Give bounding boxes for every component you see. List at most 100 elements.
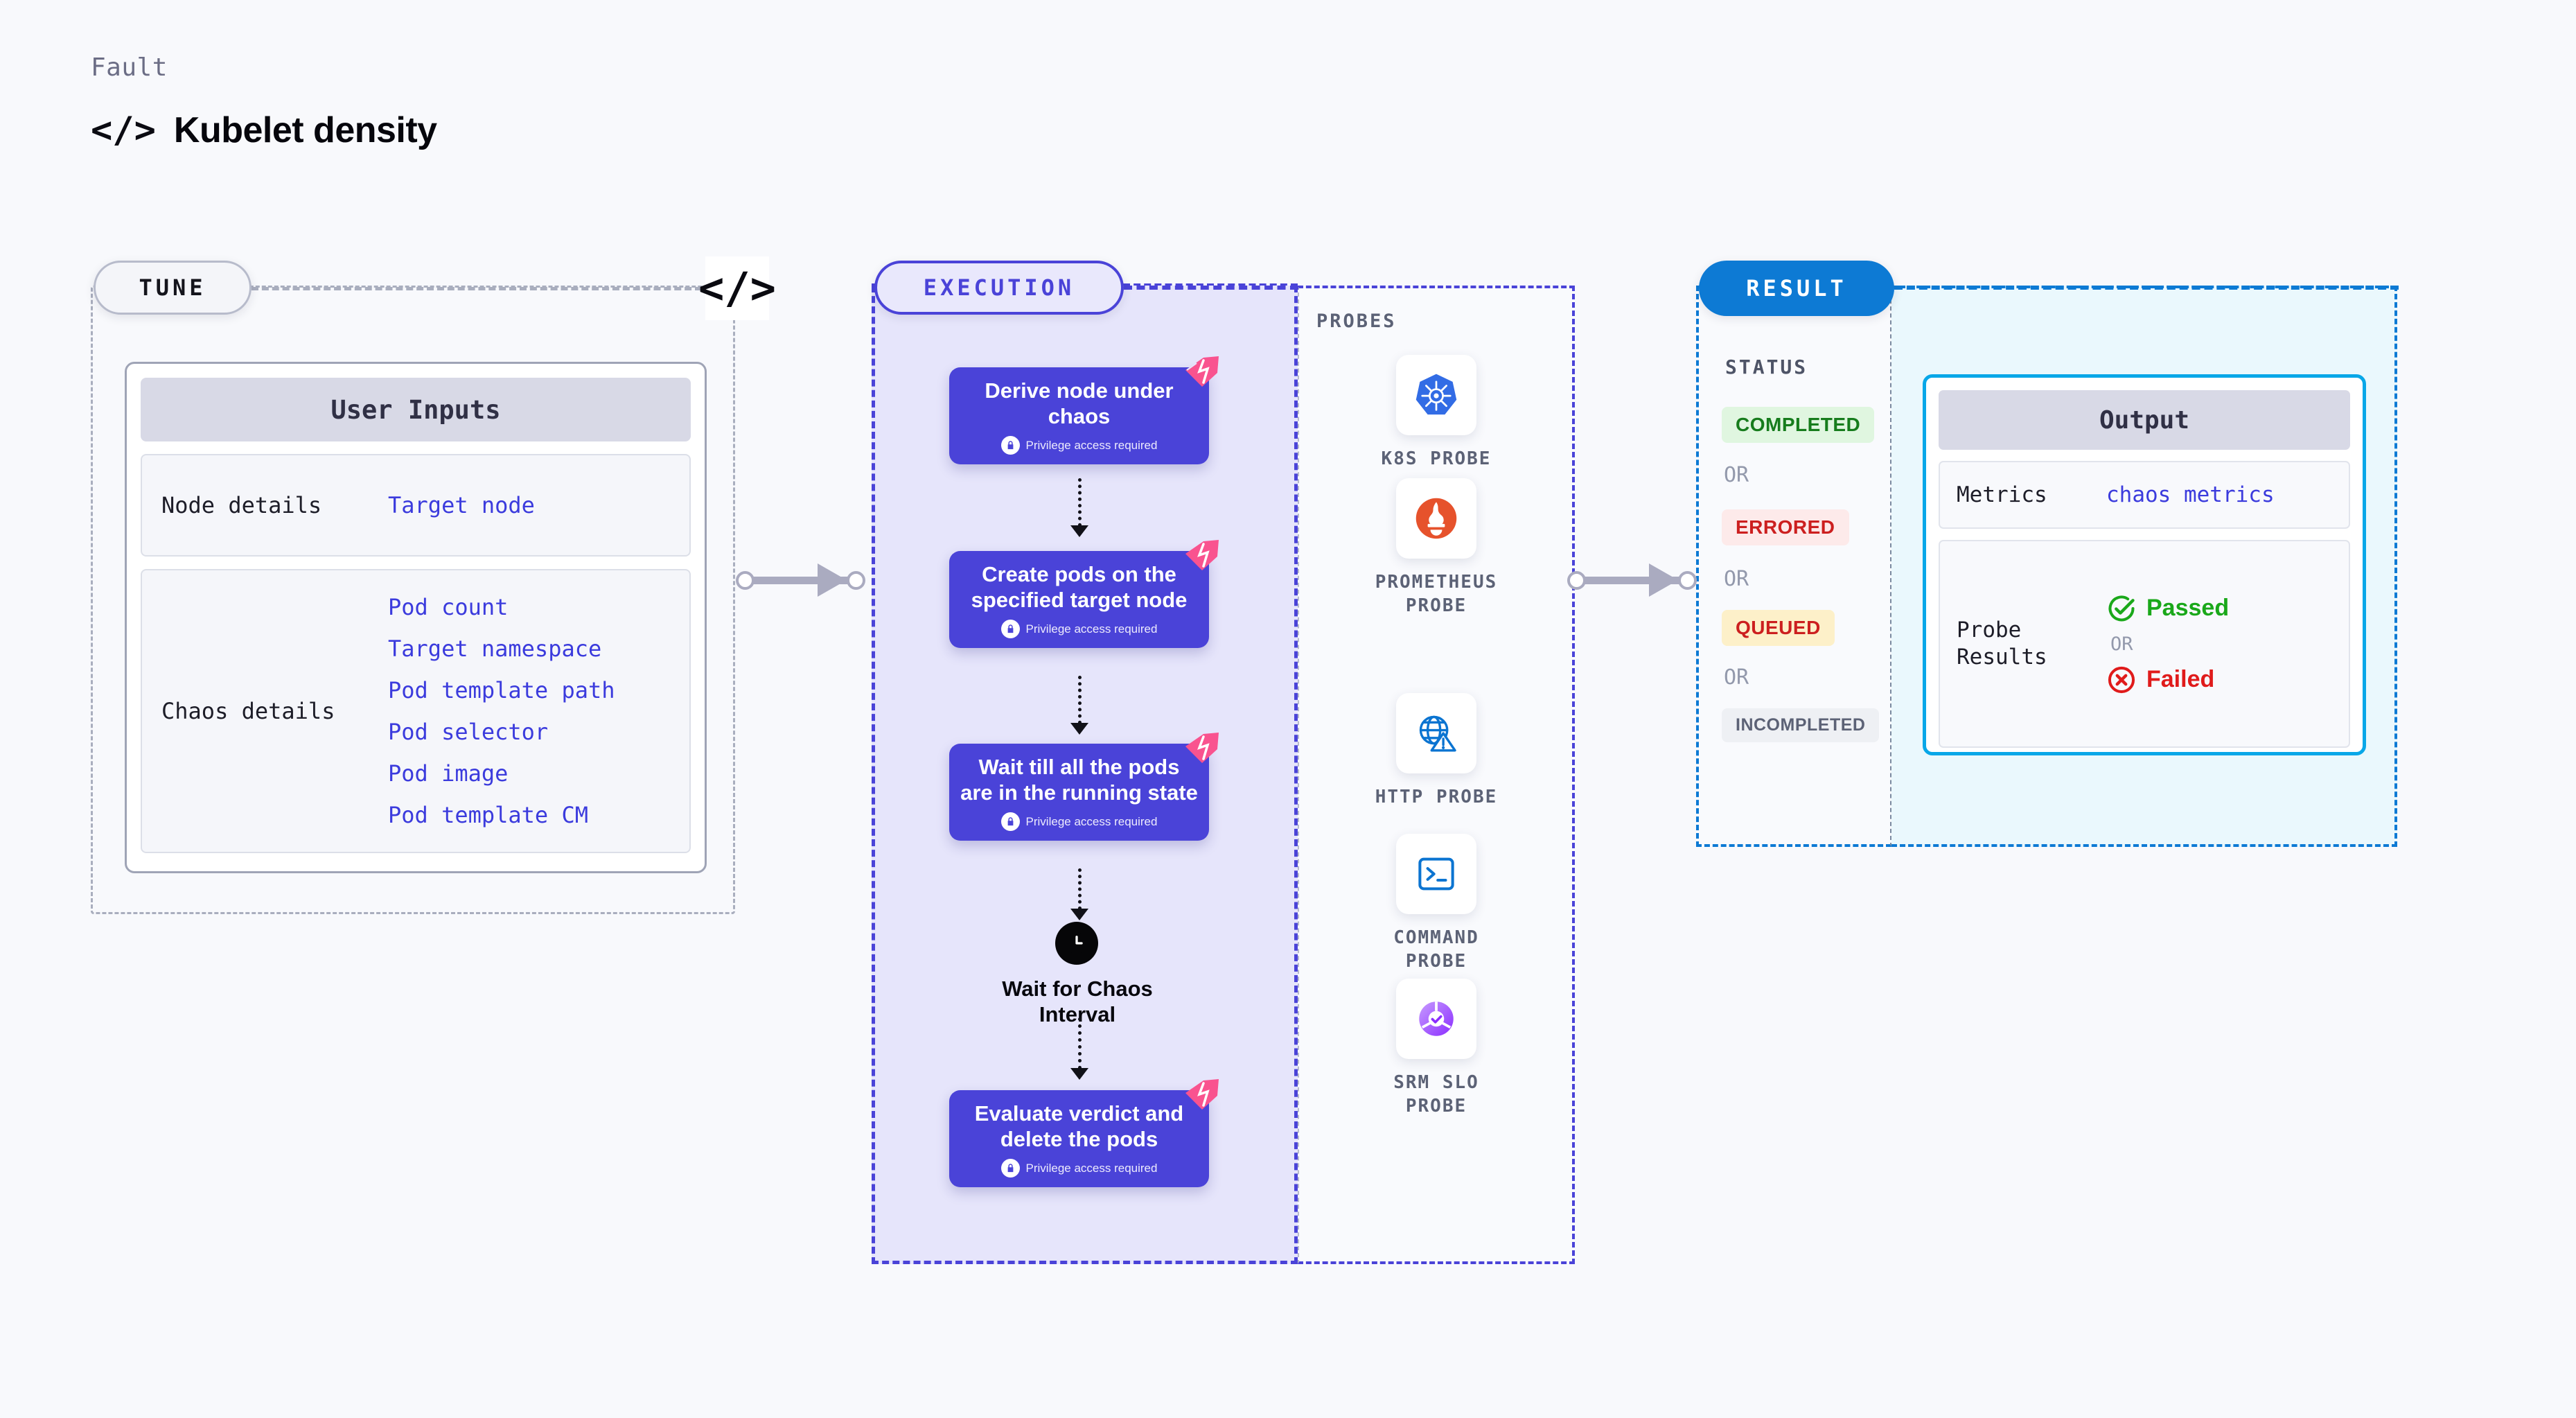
execution-step-3[interactable]: Wait till all the pods are in the runnin… <box>949 733 1219 841</box>
clock-icon <box>1066 932 1088 954</box>
step-subtitle: Privilege access required <box>1025 622 1158 636</box>
tune-pill-label: TUNE <box>139 274 206 301</box>
verdict-label: Failed <box>2146 666 2215 692</box>
result-pill-label: RESULT <box>1746 275 1847 301</box>
execution-step-2[interactable]: Create pods on the specified target node… <box>949 540 1219 649</box>
execution-step-4[interactable]: Evaluate verdict and delete the pods Pri… <box>949 1079 1219 1188</box>
probe-http[interactable]: HTTP PROBE <box>1372 693 1501 809</box>
result-section-pill[interactable]: RESULT <box>1699 261 1894 316</box>
harness-logo-icon <box>1185 356 1219 387</box>
connector-dot-end <box>1678 571 1697 590</box>
prometheus-icon <box>1415 498 1457 539</box>
probe-tile <box>1396 355 1476 435</box>
result-status-panel <box>1696 286 1891 847</box>
lock-icon <box>1000 812 1020 832</box>
probe-tile <box>1396 478 1476 559</box>
user-inputs-title: User Inputs <box>141 378 691 441</box>
input-pod-count[interactable]: Pod count <box>388 594 509 620</box>
row-label: Chaos details <box>161 698 335 724</box>
connector-dot-start <box>736 571 755 590</box>
input-pod-selector[interactable]: Pod selector <box>388 719 549 745</box>
status-badge-incompleted: INCOMPLETED <box>1722 708 1880 742</box>
probe-results-label: Probe Results <box>1957 618 2047 669</box>
execution-section-pill[interactable]: EXECUTION <box>874 261 1124 315</box>
connector-bar <box>1580 577 1691 584</box>
verdict-label: Passed <box>2146 595 2230 621</box>
step-title: Evaluate verdict and delete the pods <box>974 1101 1184 1151</box>
input-pod-template-cm[interactable]: Pod template CM <box>388 802 588 828</box>
tune-section-pill[interactable]: TUNE <box>94 261 252 315</box>
execution-arrow-2 <box>1078 676 1082 724</box>
user-inputs-card: User Inputs Node details Target node Cha… <box>125 362 707 873</box>
probes-title: PROBES <box>1316 310 1397 332</box>
execution-arrowhead-2 <box>1070 723 1088 735</box>
srm-slo-icon <box>1419 1001 1454 1036</box>
probe-label: SRM SLO PROBE <box>1393 1072 1479 1117</box>
harness-logo-icon <box>1185 1079 1219 1110</box>
user-inputs-row-chaos-details: Chaos details Pod count Target namespace… <box>141 569 691 853</box>
row-values: Pod count Target namespace Pod template … <box>388 594 615 828</box>
verdict-failed: Failed <box>2106 665 2229 695</box>
result-pill-leader <box>1894 286 2399 290</box>
execution-step-1[interactable]: Derive node under chaos Privilege access… <box>949 356 1219 465</box>
check-circle-icon <box>2108 595 2135 621</box>
tune-panel <box>91 286 735 914</box>
lock-icon <box>1000 620 1020 639</box>
execution-arrowhead-3 <box>1070 909 1088 920</box>
connector-tune-to-execution <box>736 563 874 597</box>
status-title: STATUS <box>1725 356 1808 378</box>
probe-label: HTTP PROBE <box>1375 787 1498 807</box>
step-subtitle: Privilege access required <box>1025 814 1158 828</box>
probe-tile <box>1396 693 1476 773</box>
connector-dot-start <box>1567 571 1586 590</box>
status-badge-completed: COMPLETED <box>1722 407 1875 443</box>
step-subtitle-row: Privilege access required <box>1000 620 1158 639</box>
probe-k8s[interactable]: K8S PROBE <box>1372 355 1501 471</box>
execution-arrow-3 <box>1078 868 1082 910</box>
probe-tile <box>1396 834 1476 914</box>
page-title-row: </> Kubelet density <box>91 110 437 151</box>
status-or-1: OR <box>1724 463 1749 487</box>
execution-arrow-1 <box>1078 478 1082 527</box>
probe-srm-slo[interactable]: SRM SLO PROBE <box>1372 979 1501 1119</box>
output-card: Output Metrics chaos metrics Probe Resul… <box>1923 374 2366 755</box>
lock-icon <box>1000 436 1020 455</box>
probe-label: PROMETHEUS PROBE <box>1375 572 1498 616</box>
kubernetes-icon <box>1415 374 1457 415</box>
metrics-label: Metrics <box>1957 482 2047 507</box>
step-subtitle-row: Privilege access required <box>1000 812 1158 832</box>
input-pod-image[interactable]: Pod image <box>388 760 509 787</box>
step-subtitle: Privilege access required <box>1025 438 1158 452</box>
execution-pill-leader <box>1124 286 1298 290</box>
page-title: Kubelet density <box>173 110 437 150</box>
probe-command[interactable]: COMMAND PROBE <box>1372 834 1501 974</box>
input-target-namespace[interactable]: Target namespace <box>388 636 602 662</box>
connector-arrowhead <box>818 563 847 597</box>
tune-pill-leader <box>252 287 702 290</box>
verdict-or: OR <box>2110 633 2133 655</box>
row-values: Target node <box>388 492 535 518</box>
step-subtitle: Privilege access required <box>1025 1161 1158 1175</box>
metrics-value[interactable]: chaos metrics <box>2106 482 2275 507</box>
harness-logo-icon <box>1185 733 1219 763</box>
status-badge-errored: ERRORED <box>1722 509 1849 545</box>
execution-arrowhead-4 <box>1070 1068 1088 1080</box>
globe-warning-icon <box>1419 715 1456 752</box>
connector-execution-to-result <box>1567 563 1706 597</box>
probe-label: K8S PROBE <box>1381 448 1492 469</box>
output-row-probe-results: Probe Results Passed OR Failed <box>1939 540 2350 748</box>
wait-node[interactable] <box>1055 922 1098 965</box>
terminal-icon <box>1418 857 1454 891</box>
probes-panel <box>1298 286 1575 1264</box>
probe-prometheus[interactable]: PROMETHEUS PROBE <box>1372 478 1501 618</box>
execution-pill-label: EXECUTION <box>923 274 1075 301</box>
verdict-list: Passed OR Failed <box>2106 593 2229 695</box>
connector-arrowhead <box>1649 563 1678 597</box>
input-target-node[interactable]: Target node <box>388 492 535 518</box>
status-or-3: OR <box>1724 665 1749 690</box>
status-or-2: OR <box>1724 567 1749 591</box>
input-pod-template-path[interactable]: Pod template path <box>388 677 615 703</box>
execution-arrowhead-1 <box>1070 525 1088 537</box>
step-title: Derive node under chaos <box>985 378 1174 428</box>
